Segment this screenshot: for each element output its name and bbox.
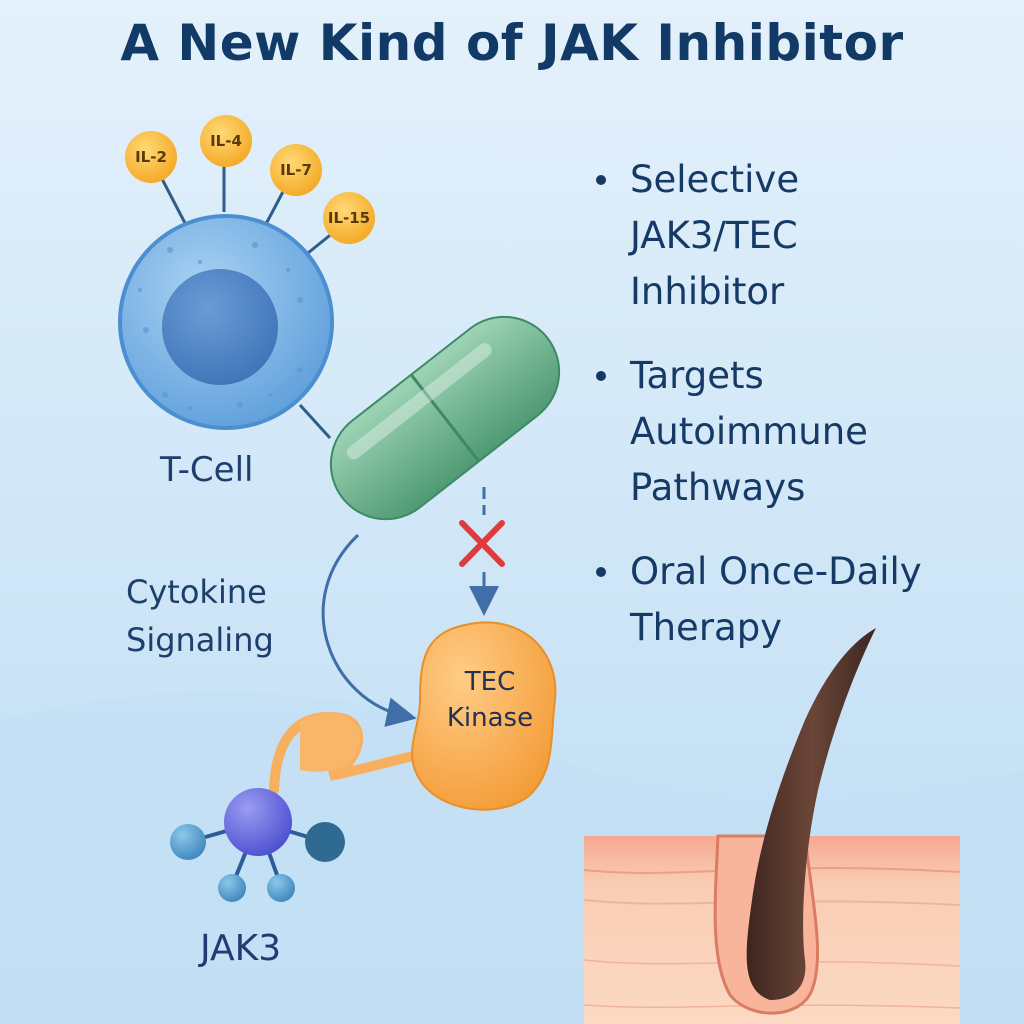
cytokine-label-il-15: IL-15 [327,209,371,227]
feature-item: Targets Autoimmune Pathways [592,348,1012,516]
inhibition-x-icon [459,520,505,567]
feature-line: Therapy [630,606,783,649]
bullet-dot-icon [596,567,606,577]
feature-list: Selective JAK3/TEC Inhibitor Targets Aut… [592,152,1012,684]
t-cell-label: T-Cell [160,450,254,490]
feature-item: Selective JAK3/TEC Inhibitor [592,152,1012,320]
feature-line: Targets [630,354,764,397]
tec-kinase [411,621,557,811]
cytokine-il-2 [125,131,177,183]
bullet-dot-icon [596,371,606,381]
feature-item: Oral Once-Daily Therapy [592,544,1012,656]
cytokine-il-4 [200,115,252,167]
t-cell [118,214,334,430]
feature-line: Oral Once-Daily [630,550,922,593]
cytokine-il-7 [270,144,322,196]
cytokine-il-15 [323,192,375,244]
cytokine-label-il-7: IL-7 [280,161,312,179]
drug-capsule [329,315,561,521]
page-title: A New Kind of JAK Inhibitor [120,14,904,72]
bullet-dot-icon [596,175,606,185]
t-cell-nucleus [162,269,278,385]
feature-line: Autoimmune [630,410,868,453]
tec-kinase-line-2: Kinase [446,703,534,733]
hair-follicle [713,628,876,1015]
tec-kinase-line-1: TEC [464,667,516,697]
feature-line: Selective [630,158,800,201]
cytokine-signaling-line-1: Cytokine [126,573,267,611]
cytokine-receptors [158,162,335,440]
cytokine-label-il-2: IL-2 [135,148,167,166]
feature-line: JAK3/TEC [630,214,798,257]
jak3-label: JAK3 [200,928,282,969]
hair-strand [746,628,876,1000]
feature-line: Pathways [630,466,806,509]
feature-line: Inhibitor [630,270,785,313]
signaling-arrow [321,533,417,727]
cytokine-label-il-4: IL-4 [210,132,242,150]
inhibition-path [459,487,505,616]
jak3-core [224,788,292,856]
cytokine-signaling-line-2: Signaling [126,621,274,659]
tec-kinase-label: TEC Kinase [420,664,560,736]
cytokine-signaling-label: Cytokine Signaling [126,568,274,664]
jak3-molecule [170,788,345,902]
